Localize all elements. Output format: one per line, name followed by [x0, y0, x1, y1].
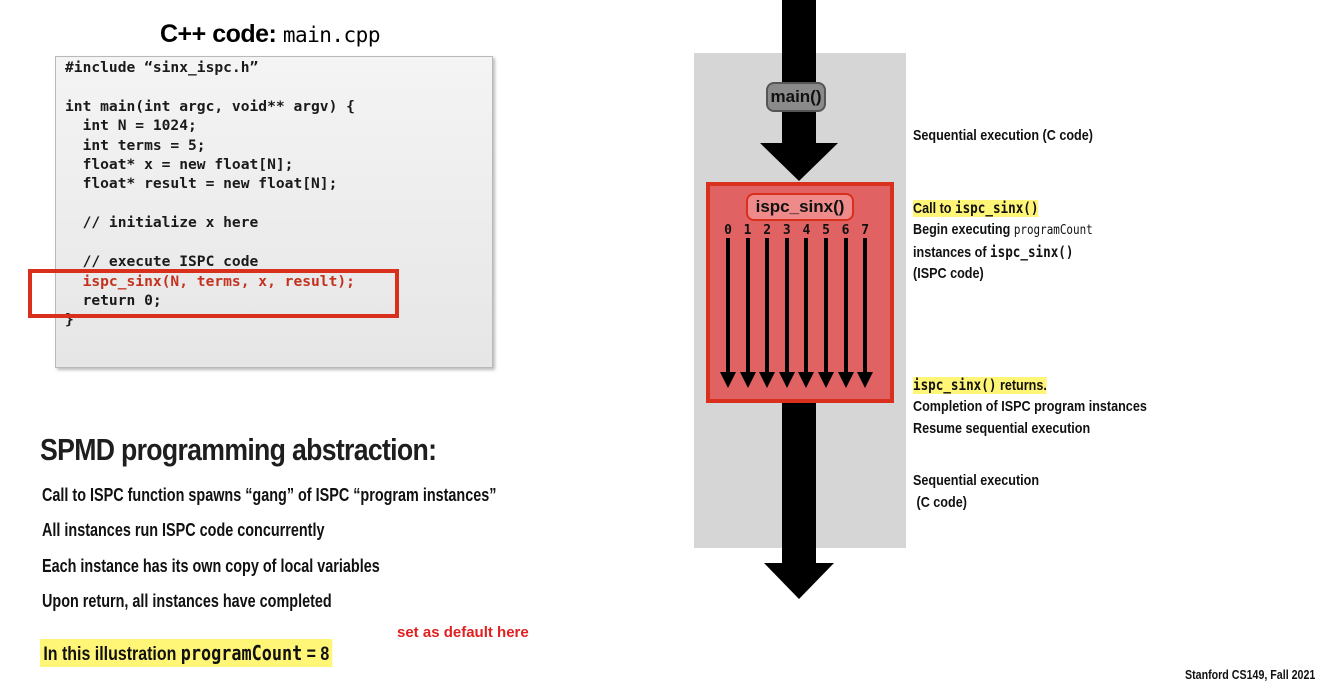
lane-number: 2	[763, 223, 772, 238]
code-line: // initialize x here	[65, 214, 259, 231]
code-line: return 0;	[65, 292, 162, 309]
code-title: C++ code: main.cpp	[160, 20, 380, 49]
arrow-head-top	[760, 143, 838, 181]
annotation-begin-prefix: Begin executing	[913, 221, 1014, 238]
program-instance-arrow	[837, 238, 854, 388]
annotation-instances-prefix: instances of	[913, 244, 991, 261]
spmd-point: All instances run ISPC code concurrently	[42, 520, 325, 540]
sequential-bar-top	[782, 0, 816, 146]
program-instance-arrow	[818, 238, 834, 388]
code-listing: #include “sinx_ispc.h” int main(int argc…	[55, 56, 493, 368]
program-count-value: = 8	[302, 644, 330, 665]
program-count-note: In this illustration programCount = 8	[40, 639, 333, 667]
program-instance-arrow	[798, 238, 815, 388]
lane-number: 0	[724, 223, 732, 238]
code-line-ispc-call: ispc_sinx(N, terms, x, result);	[65, 273, 355, 290]
annotation-returns-suffix: returns.	[996, 377, 1047, 394]
code-line: }	[65, 311, 74, 328]
code-line: // execute ISPC code	[65, 253, 259, 270]
program-count-code: programCount	[180, 641, 303, 665]
code-line: int terms = 5;	[65, 137, 206, 154]
ispc-call-highlight-box	[28, 269, 399, 318]
arrow-head-bottom	[764, 563, 834, 599]
main-label: main()	[766, 82, 826, 112]
annotation-call: Call to ispc_sinx()	[913, 197, 1039, 220]
code-title-filename: main.cpp	[282, 23, 381, 47]
code-title-text: C++ code:	[160, 20, 283, 48]
program-instance-arrow	[759, 238, 776, 388]
annotation-begin-code: programCount	[1013, 223, 1093, 238]
code-line: int main(int argc, void** argv) {	[65, 98, 355, 115]
program-instance-arrow	[739, 238, 756, 388]
annotation-sequential-2-cont: (C code)	[913, 494, 967, 511]
annotation-returns-code: ispc_sinx()	[913, 376, 997, 394]
lane-number: 6	[841, 223, 850, 238]
annotation-returns: ispc_sinx() returns.	[913, 374, 1047, 397]
annotation-begin: Begin executing programCount	[913, 219, 1093, 242]
spmd-point: Upon return, all instances have complete…	[42, 591, 332, 611]
ispc-sinx-label: ispc_sinx()	[746, 193, 854, 221]
lane-number: 3	[782, 223, 791, 238]
footer-course: Stanford CS149, Fall 2021	[1185, 667, 1316, 682]
lane-number: 7	[861, 223, 870, 238]
annotation-instances-code: ispc_sinx()	[990, 243, 1074, 261]
lane-number: 4	[802, 223, 811, 238]
annotation-call-code: ispc_sinx()	[955, 199, 1039, 217]
lane-number: 5	[822, 223, 830, 238]
code-line: int N = 1024;	[65, 117, 197, 134]
spmd-point: Each instance has its own copy of local …	[42, 556, 380, 576]
annotation-ispc-code: (ISPC code)	[913, 265, 984, 282]
annotation-sequential-2: Sequential execution	[913, 472, 1040, 489]
program-instance-arrow	[857, 238, 874, 388]
default-note: set as default here	[397, 624, 529, 641]
program-instance-arrow	[720, 238, 736, 388]
sequential-bar-bottom	[782, 403, 816, 567]
program-instance-arrow	[778, 238, 795, 388]
annotation-resume: Resume sequential execution	[913, 420, 1091, 437]
spmd-heading: SPMD programming abstraction:	[40, 432, 437, 467]
annotation-completion: Completion of ISPC program instances	[913, 398, 1147, 415]
annotation-sequential-1: Sequential execution (C code)	[913, 127, 1093, 144]
spmd-point: Call to ISPC function spawns “gang” of I…	[42, 485, 497, 505]
program-count-prefix: In this illustration	[43, 644, 181, 665]
code-line: float* x = new float[N];	[65, 156, 294, 173]
annotation-instances: instances of ispc_sinx()	[913, 241, 1073, 264]
lane-number: 1	[743, 223, 752, 238]
code-line: #include “sinx_ispc.h”	[65, 59, 259, 76]
code-line: float* result = new float[N];	[65, 175, 338, 192]
annotation-call-prefix: Call to	[913, 200, 956, 217]
